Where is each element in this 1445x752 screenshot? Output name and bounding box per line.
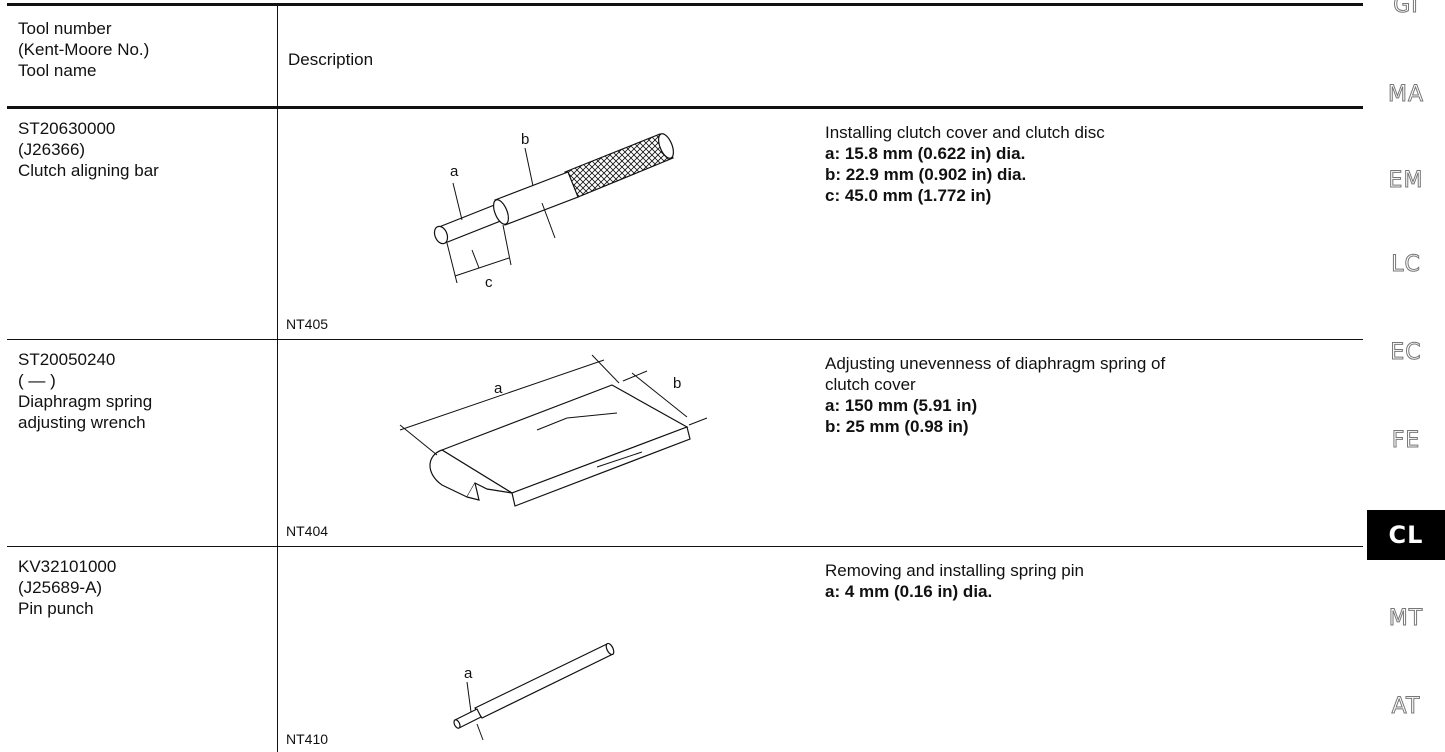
figure-code: NT404	[286, 523, 329, 539]
section-tab-lc[interactable]: LC	[1391, 252, 1421, 278]
figure-label: b	[673, 375, 681, 392]
description-text: Removing and installing spring pin	[825, 561, 1084, 580]
clutch-aligning-bar-illustration: b a c	[433, 131, 674, 291]
figure-label: a	[494, 380, 503, 397]
figure-code: NT410	[286, 731, 329, 747]
pin-punch-illustration: a	[453, 642, 615, 741]
spec-line: a: 150 mm (5.91 in)	[825, 396, 978, 415]
tool-cell: KV32101000 (J25689-A) Pin punch	[18, 557, 117, 618]
section-tab-gi[interactable]: GI	[1393, 0, 1419, 19]
figure-label: a	[464, 665, 473, 682]
section-tab-cl-active[interactable]: CL	[1367, 510, 1445, 560]
table-top-rule	[7, 3, 1363, 6]
section-tab-ec[interactable]: EC	[1390, 340, 1422, 366]
tool-cell: ST20630000 (J26366) Clutch aligning bar	[18, 119, 159, 180]
section-tab-mt[interactable]: MT	[1388, 606, 1424, 632]
special-tools-table: Tool number (Kent-Moore No.) Tool name D…	[7, 0, 1363, 752]
header-description-column: Description	[288, 50, 374, 69]
description-text: Adjusting unevenness of diaphragm spring…	[825, 354, 1166, 394]
section-tab-em[interactable]: EM	[1388, 168, 1424, 194]
tool-cell: ST20050240 ( — ) Diaphragm spring adjust…	[18, 350, 153, 432]
row-divider	[7, 339, 1363, 340]
row-divider	[7, 546, 1363, 547]
spec-line: c: 45.0 mm (1.772 in)	[825, 186, 992, 205]
section-tab-ma[interactable]: MA	[1387, 82, 1425, 108]
description-text: Installing clutch cover and clutch disc	[825, 123, 1105, 142]
figure-label: c	[485, 274, 493, 291]
header-tool-column: Tool number (Kent-Moore No.) Tool name	[18, 19, 150, 80]
spec-line: b: 22.9 mm (0.902 in) dia.	[825, 165, 1027, 184]
column-divider	[277, 4, 278, 752]
section-tab-fe[interactable]: FE	[1391, 428, 1421, 454]
diaphragm-spring-wrench-illustration: a b	[399, 354, 708, 507]
header-rule	[7, 106, 1363, 109]
figure-label: b	[521, 131, 529, 148]
figure-label: a	[450, 163, 459, 180]
spec-line: a: 15.8 mm (0.622 in) dia.	[825, 144, 1026, 163]
spec-line: a: 4 mm (0.16 in) dia.	[825, 582, 993, 601]
figure-code: NT405	[286, 316, 329, 332]
spec-line: b: 25 mm (0.98 in)	[825, 417, 969, 436]
section-tab-at[interactable]: AT	[1391, 694, 1421, 720]
